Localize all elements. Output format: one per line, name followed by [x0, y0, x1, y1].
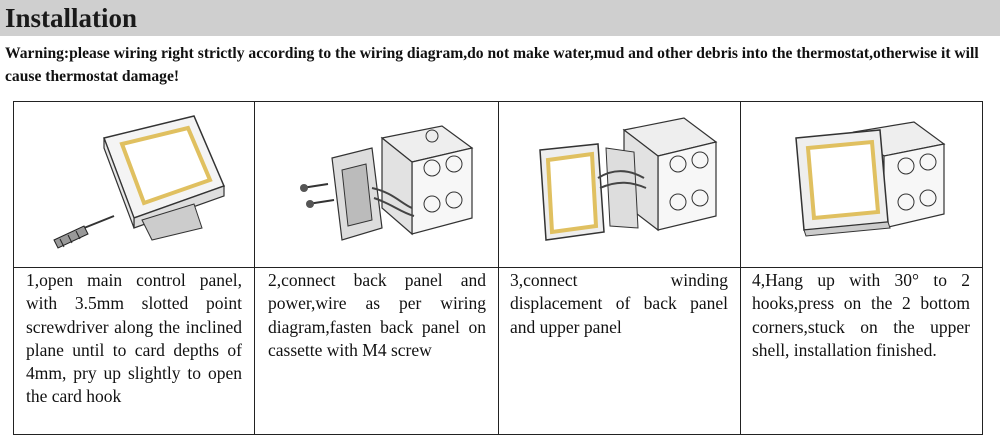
- step-2-text: 2,connect back panel and power,wire as p…: [268, 270, 486, 360]
- step3-illustration: [539, 117, 718, 241]
- warning-text: Warning:please wiring right strictly acc…: [5, 45, 979, 85]
- column-divider: [254, 102, 255, 434]
- step-1-text: 1,open main control panel, with 3.5mm sl…: [26, 270, 242, 407]
- thermostat-panel-screwdriver-icon: [44, 108, 234, 260]
- column-divider: [740, 102, 741, 434]
- panel-wiring-box-icon: [534, 108, 724, 260]
- step1-illustration: [53, 115, 226, 249]
- step-4-text: 4,Hang up with 30° to 2 hooks,press on t…: [752, 270, 970, 360]
- column-divider: [498, 102, 499, 434]
- step4-illustration: [795, 121, 946, 237]
- page-title: Installation: [5, 3, 138, 33]
- step-3-text: 3,connect winding displacement of back p…: [510, 270, 728, 337]
- back-panel-wall-box-icon: [282, 108, 478, 260]
- row-divider: [14, 267, 982, 268]
- mounted-thermostat-icon: [784, 108, 954, 260]
- step2-illustration: [300, 125, 474, 241]
- section-header: Installation: [0, 0, 1000, 36]
- installation-steps-table: 1,open main control panel, with 3.5mm sl…: [13, 101, 983, 435]
